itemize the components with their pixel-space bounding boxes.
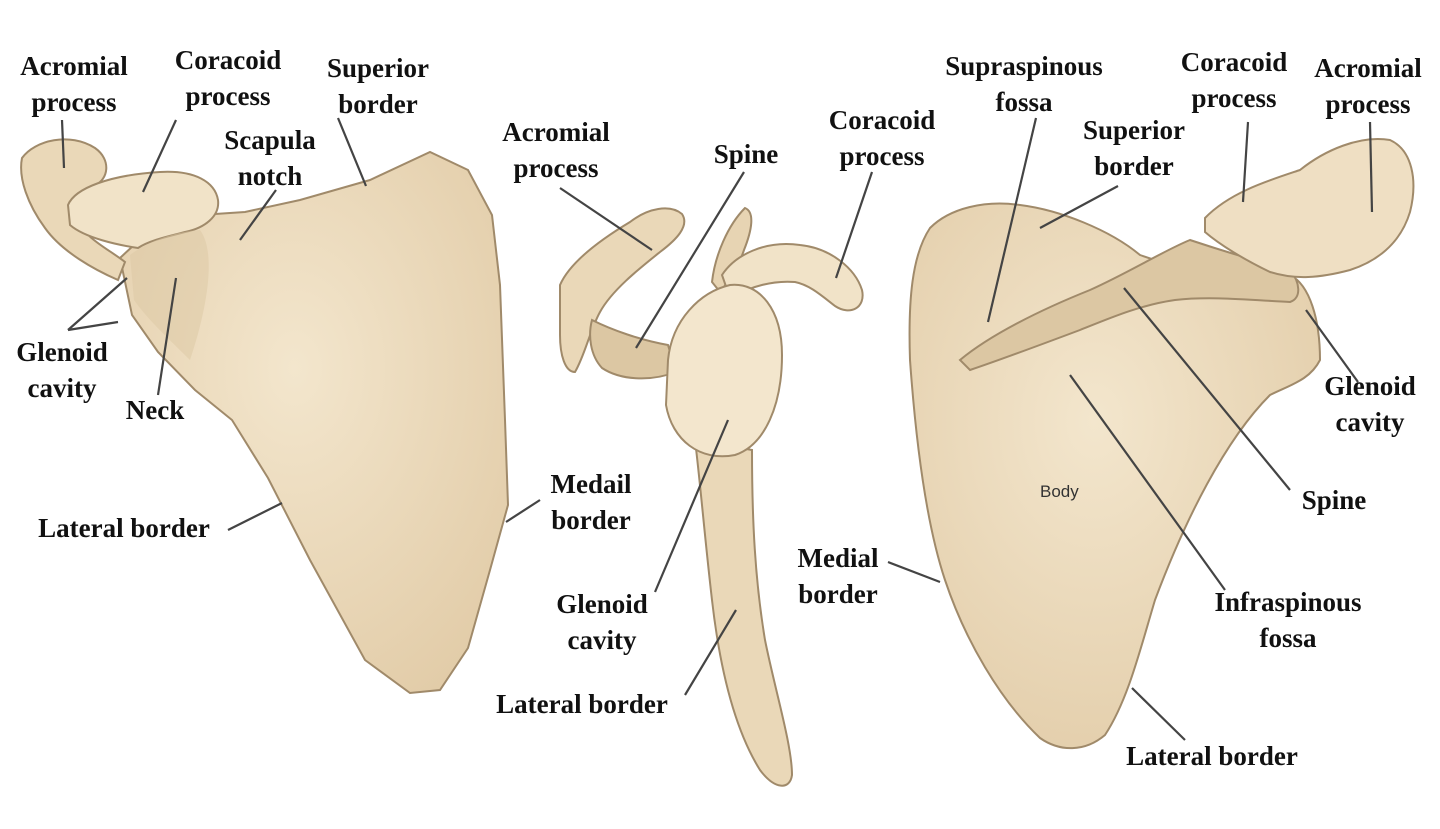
leader-anterior-glenoid-1 bbox=[67, 277, 128, 331]
label-posterior-supraspinous-fossa: Supraspinous fossa bbox=[945, 51, 1103, 117]
anterior-scapula-illustration bbox=[20, 138, 510, 695]
label-anterior-neck: Neck bbox=[125, 395, 185, 425]
label-anterior-medial-border: Medail border bbox=[550, 469, 632, 535]
anterior-neck-shade bbox=[130, 230, 209, 360]
leader-posterior-spine bbox=[1123, 287, 1291, 491]
leader-anterior-coracoid bbox=[142, 119, 177, 193]
leader-posterior-coracoid bbox=[1241, 121, 1250, 203]
leader-anterior-acromial bbox=[60, 119, 66, 169]
leader-lateral-acromial bbox=[559, 187, 653, 251]
label-posterior-spine: Spine bbox=[1301, 485, 1367, 515]
leader-posterior-superior-border bbox=[1039, 185, 1119, 229]
leader-lateral-glenoid bbox=[653, 419, 730, 593]
label-anterior-lateral-border: Lateral border bbox=[38, 513, 210, 543]
lateral-blade-border bbox=[693, 438, 794, 787]
label-lateral-spine: Spine bbox=[713, 139, 779, 169]
posterior-scapula-illustration bbox=[908, 138, 1415, 750]
posterior-acromion bbox=[1204, 138, 1415, 279]
anterior-coracoid bbox=[66, 170, 220, 250]
label-anterior-acromial-process: Acromial process bbox=[20, 51, 128, 117]
leader-posterior-supraspinous bbox=[986, 117, 1038, 323]
leader-lateral-lateral-border bbox=[684, 609, 737, 696]
label-posterior-superior-border: Superior border bbox=[1082, 115, 1185, 181]
leader-posterior-infraspinous bbox=[1069, 374, 1226, 591]
label-posterior-lateral-border: Lateral border bbox=[1126, 741, 1298, 771]
label-posterior-coracoid-process: Coracoid process bbox=[1180, 47, 1288, 113]
leader-posterior-medial-border bbox=[887, 560, 941, 584]
leader-anterior-lateral-border bbox=[227, 502, 283, 531]
label-anterior-coracoid-process: Coracoid process bbox=[174, 45, 282, 111]
leader-anterior-medial-border bbox=[505, 499, 541, 523]
leader-lateral-coracoid bbox=[834, 171, 874, 279]
leader-posterior-lateral-border bbox=[1131, 687, 1186, 741]
label-posterior-infraspinous-fossa: Infraspinous fossa bbox=[1214, 587, 1362, 653]
label-posterior-medial-border: Medial border bbox=[797, 543, 879, 609]
leader-lines bbox=[60, 117, 1374, 741]
label-lateral-glenoid-cavity: Glenoid cavity bbox=[556, 589, 648, 655]
lateral-coracoid bbox=[720, 243, 864, 312]
leader-anterior-glenoid-2 bbox=[67, 320, 119, 332]
label-posterior-acromial-process: Acromial process bbox=[1314, 53, 1422, 119]
leader-posterior-glenoid bbox=[1305, 309, 1359, 383]
label-lateral-coracoid-process: Coracoid process bbox=[828, 105, 936, 171]
lateral-glenoid-cavity bbox=[664, 283, 784, 458]
label-lateral-acromial-process: Acromial process bbox=[502, 117, 610, 183]
label-posterior-glenoid-cavity: Glenoid cavity bbox=[1324, 371, 1416, 437]
label-posterior-body: Body bbox=[1040, 482, 1079, 501]
leader-anterior-superior-border bbox=[336, 117, 368, 187]
label-lateral-lateral-border: Lateral border bbox=[496, 689, 668, 719]
leader-lateral-spine bbox=[635, 171, 745, 349]
posterior-spine bbox=[958, 238, 1300, 372]
label-anterior-glenoid-cavity: Glenoid cavity bbox=[16, 337, 108, 403]
leader-posterior-acromial bbox=[1368, 121, 1374, 213]
leader-anterior-neck bbox=[156, 277, 178, 396]
label-anterior-scapula-notch: Scapula notch bbox=[224, 125, 316, 191]
leader-anterior-scapula-notch bbox=[239, 189, 277, 241]
label-anterior-superior-border: Superior border bbox=[326, 53, 429, 119]
anterior-scapula-body bbox=[118, 150, 510, 695]
lateral-scapula-illustration bbox=[559, 206, 864, 787]
lateral-spine bbox=[589, 318, 678, 380]
